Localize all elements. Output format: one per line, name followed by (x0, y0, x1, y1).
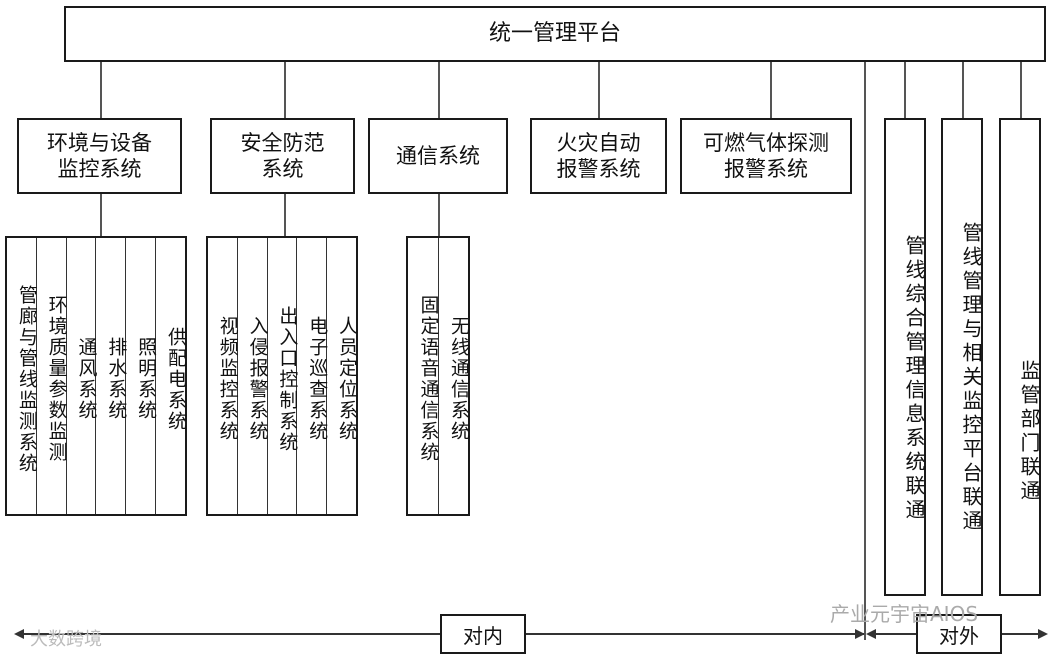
external-label: 管线综合管理信息系统联通 (902, 235, 926, 523)
connector-ext2 (962, 62, 964, 118)
subsystem-label: 通信系统 (396, 143, 480, 168)
external-regulator: 监管部门联通 (999, 118, 1041, 596)
group-item: 固定语音通信系统 (408, 238, 440, 514)
connector-fire (598, 62, 600, 118)
connector-ext1 (904, 62, 906, 118)
group-item: 出入口控制系统 (268, 238, 298, 514)
group-item: 通风系统 (67, 238, 97, 514)
group-item: 电子巡查系统 (297, 238, 328, 514)
subsystem-security: 安全防范 系统 (210, 118, 355, 194)
watermark-left: 大数跨境 (30, 625, 102, 651)
subsystem-fire: 火灾自动 报警系统 (530, 118, 667, 194)
watermark-right: 产业元宇宙AIOS (830, 598, 978, 627)
arrow-right-icon (1038, 629, 1048, 639)
group-item: 排水系统 (96, 238, 127, 514)
group-security: 视频监控系统 入侵报警系统 出入口控制系统 电子巡查系统 人员定位系统 (206, 236, 358, 516)
connector-env (100, 62, 102, 118)
connector-ext3 (1020, 62, 1022, 118)
internal-label: 对内 (463, 623, 503, 648)
external-label-box: 对外 (916, 614, 1002, 654)
connector-comm (438, 62, 440, 118)
external-label: 监管部门联通 (1017, 360, 1041, 504)
group-item: 供配电系统 (164, 326, 187, 432)
connector-gas (770, 62, 772, 118)
subsystem-label: 火灾自动 报警系统 (556, 130, 641, 181)
subsystem-label: 环境与设备 监控系统 (47, 130, 152, 181)
connector-comm-group (438, 194, 440, 236)
connector-security-group (284, 194, 286, 236)
group-item: 无线通信系统 (448, 316, 470, 442)
external-info-system: 管线综合管理信息系统联通 (884, 118, 926, 596)
connector-env-group (100, 194, 102, 236)
internal-label-box: 对内 (440, 614, 526, 654)
watermark-left-text: 大数跨境 (30, 629, 102, 650)
group-item: 视频监控系统 (208, 238, 239, 514)
arrow-left-icon (14, 629, 24, 639)
platform-label: 统一管理平台 (488, 21, 621, 47)
divider-line (864, 62, 866, 640)
group-item: 入侵报警系统 (238, 238, 269, 514)
arrow-right-icon (855, 629, 865, 639)
unified-management-platform: 统一管理平台 (64, 6, 1046, 62)
group-item: 环境质量参数监测 (37, 238, 68, 514)
subsystem-label: 可燃气体探测 报警系统 (703, 130, 829, 181)
arrow-left-icon (866, 629, 876, 639)
watermark-right-text: 产业元宇宙AIOS (830, 602, 979, 626)
subsystem-gas: 可燃气体探测 报警系统 (680, 118, 852, 194)
external-label: 管线管理与相关监控平台联通 (959, 222, 983, 534)
external-monitor-platform: 管线管理与相关监控平台联通 (941, 118, 983, 596)
connector-security (284, 62, 286, 118)
subsystem-comm: 通信系统 (368, 118, 508, 194)
group-comm: 固定语音通信系统 无线通信系统 (406, 236, 470, 516)
group-item: 管廊与管线监测系统 (7, 238, 38, 514)
subsystem-label: 安全防范 系统 (240, 130, 325, 181)
group-env: 管廊与管线监测系统 环境质量参数监测 通风系统 排水系统 照明系统 供配电系统 (5, 236, 187, 516)
group-item: 人员定位系统 (335, 316, 358, 442)
external-footer-label: 对外 (939, 623, 979, 648)
subsystem-env: 环境与设备 监控系统 (17, 118, 182, 194)
group-item: 照明系统 (126, 238, 157, 514)
